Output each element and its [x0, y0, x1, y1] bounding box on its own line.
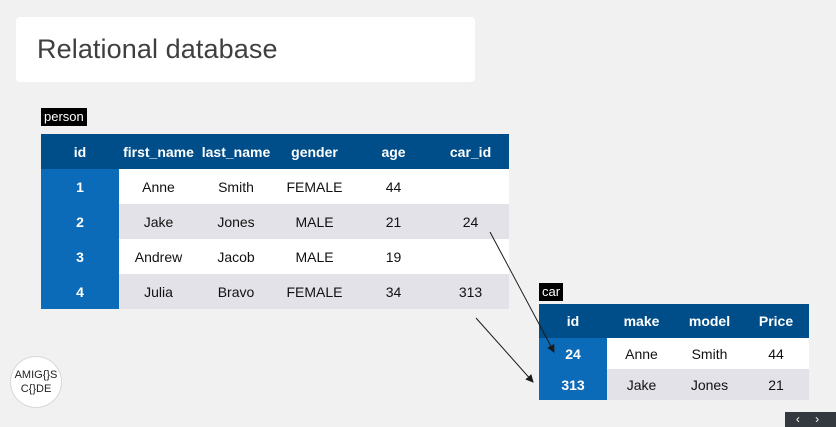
person-col-gender: gender: [274, 134, 355, 169]
amigoscode-logo: AMIG{}S C{}DE: [10, 356, 62, 408]
car-id-cell: 24: [539, 338, 607, 369]
person-last-name-cell: Smith: [198, 169, 274, 204]
person-id-cell: 2: [41, 204, 119, 239]
logo-line-1: AMIG{}S: [14, 369, 58, 381]
person-col-id: id: [41, 134, 119, 169]
person-id-cell: 1: [41, 169, 119, 204]
person-first-name-cell: Andrew: [119, 239, 198, 274]
slide-nav-arrows[interactable]: ‹ ›: [785, 412, 836, 427]
car-col-model: model: [676, 304, 743, 338]
person-gender-cell: FEMALE: [274, 169, 355, 204]
person-table-tag: person: [41, 108, 87, 126]
person-id-cell: 4: [41, 274, 119, 309]
person-first-name-cell: Jake: [119, 204, 198, 239]
person-car-id-cell: [432, 169, 509, 204]
person-age-cell: 21: [355, 204, 432, 239]
person-age-cell: 34: [355, 274, 432, 309]
car-row: 24 Anne Smith 44: [539, 338, 809, 369]
person-age-cell: 19: [355, 239, 432, 274]
fk-arrow-313: [475, 317, 534, 383]
person-gender-cell: FEMALE: [274, 274, 355, 309]
person-id-cell: 3: [41, 239, 119, 274]
person-car-id-cell: 313: [432, 274, 509, 309]
car-model-cell: Jones: [676, 369, 743, 400]
person-gender-cell: MALE: [274, 239, 355, 274]
person-first-name-cell: Anne: [119, 169, 198, 204]
car-make-cell: Jake: [607, 369, 676, 400]
person-last-name-cell: Jones: [198, 204, 274, 239]
car-row: 313 Jake Jones 21: [539, 369, 809, 400]
car-price-cell: 21: [743, 369, 809, 400]
person-col-age: age: [355, 134, 432, 169]
slide-title: Relational database: [37, 34, 278, 64]
car-price-cell: 44: [743, 338, 809, 369]
logo-line-2: C{}DE: [20, 383, 52, 395]
car-col-id: id: [539, 304, 607, 338]
car-col-make: make: [607, 304, 676, 338]
person-car-id-cell: 24: [432, 204, 509, 239]
car-model-cell: Smith: [676, 338, 743, 369]
person-header-row: id first_name last_name gender age car_i…: [41, 134, 509, 169]
car-make-cell: Anne: [607, 338, 676, 369]
person-row: 1 Anne Smith FEMALE 44: [41, 169, 509, 204]
person-last-name-cell: Bravo: [198, 274, 274, 309]
person-last-name-cell: Jacob: [198, 239, 274, 274]
person-gender-cell: MALE: [274, 204, 355, 239]
car-table-tag: car: [539, 283, 564, 301]
car-table: id make model Price 24 Anne Smith 44 313…: [539, 304, 809, 400]
person-col-car-id: car_id: [432, 134, 509, 169]
car-header-row: id make model Price: [539, 304, 809, 338]
person-row: 2 Jake Jones MALE 21 24: [41, 204, 509, 239]
person-col-last-name: last_name: [198, 134, 274, 169]
person-car-id-cell: [432, 239, 509, 274]
person-row: 3 Andrew Jacob MALE 19: [41, 239, 509, 274]
person-first-name-cell: Julia: [119, 274, 198, 309]
person-row: 4 Julia Bravo FEMALE 34 313: [41, 274, 509, 309]
car-col-price: Price: [743, 304, 809, 338]
title-card: [16, 17, 475, 82]
person-col-first-name: first_name: [119, 134, 198, 169]
person-table: id first_name last_name gender age car_i…: [41, 134, 509, 309]
person-age-cell: 44: [355, 169, 432, 204]
car-id-cell: 313: [539, 369, 607, 400]
